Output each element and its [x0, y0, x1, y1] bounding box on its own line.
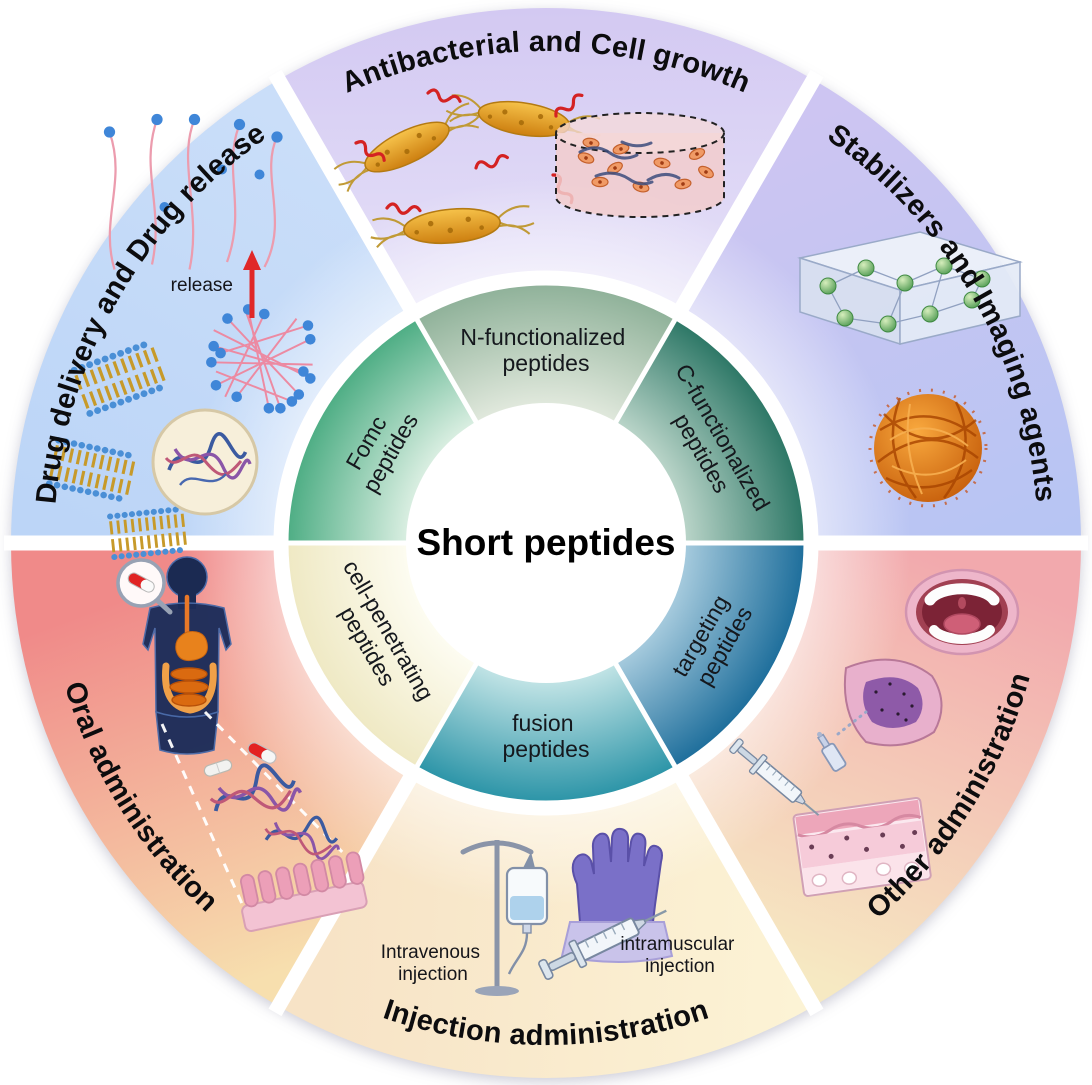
petri-dish-illustration [555, 112, 725, 218]
center-title: Short peptides [416, 522, 675, 563]
intramuscular-injection-label: intramuscular injection [620, 934, 739, 977]
center-circle [406, 403, 686, 683]
sector-other-administration [682, 543, 1081, 1007]
skin-injection-illustration [792, 796, 932, 897]
release-arrow [243, 250, 261, 318]
protein-vesicle-illustration [151, 408, 259, 516]
nasal-cavity-illustration [817, 658, 943, 772]
divider-lines [4, 69, 1088, 1017]
inner-ring [288, 285, 804, 801]
mouth-illustration [904, 568, 1020, 656]
segment-targeting-peptides [615, 543, 804, 767]
crosslink-spheres-icon [819, 257, 991, 333]
sector-drug-delivery-drug-release [11, 79, 410, 543]
segment-fomc-peptides [288, 319, 477, 543]
capsule-icons [203, 742, 277, 777]
segment-cell-penetrating-peptides [288, 543, 477, 767]
label-fusion-peptides: fusion peptides [503, 710, 590, 762]
segment-n-functionalized-peptides [417, 285, 675, 424]
nanoparticle-illustration [868, 388, 988, 508]
human-digestive-illustration [142, 556, 232, 755]
intestinal-villi-illustration [239, 851, 368, 933]
annotation-labels: release Intravenous injection intramuscu… [171, 275, 739, 985]
hydrogel-network-illustration [797, 231, 1023, 346]
intravenous-injection-label: Intravenous injection [381, 942, 486, 985]
release-label: release [171, 275, 233, 296]
iv-drip-illustration [460, 840, 549, 996]
magnifier-capsule-illustration [116, 558, 173, 615]
nasal-spray-icon [817, 731, 847, 772]
segment-c-functionalized-peptides [615, 319, 804, 543]
label-n-functionalized-peptides: N-functionalized peptides [460, 324, 631, 376]
segment-fusion-peptides [417, 662, 675, 801]
